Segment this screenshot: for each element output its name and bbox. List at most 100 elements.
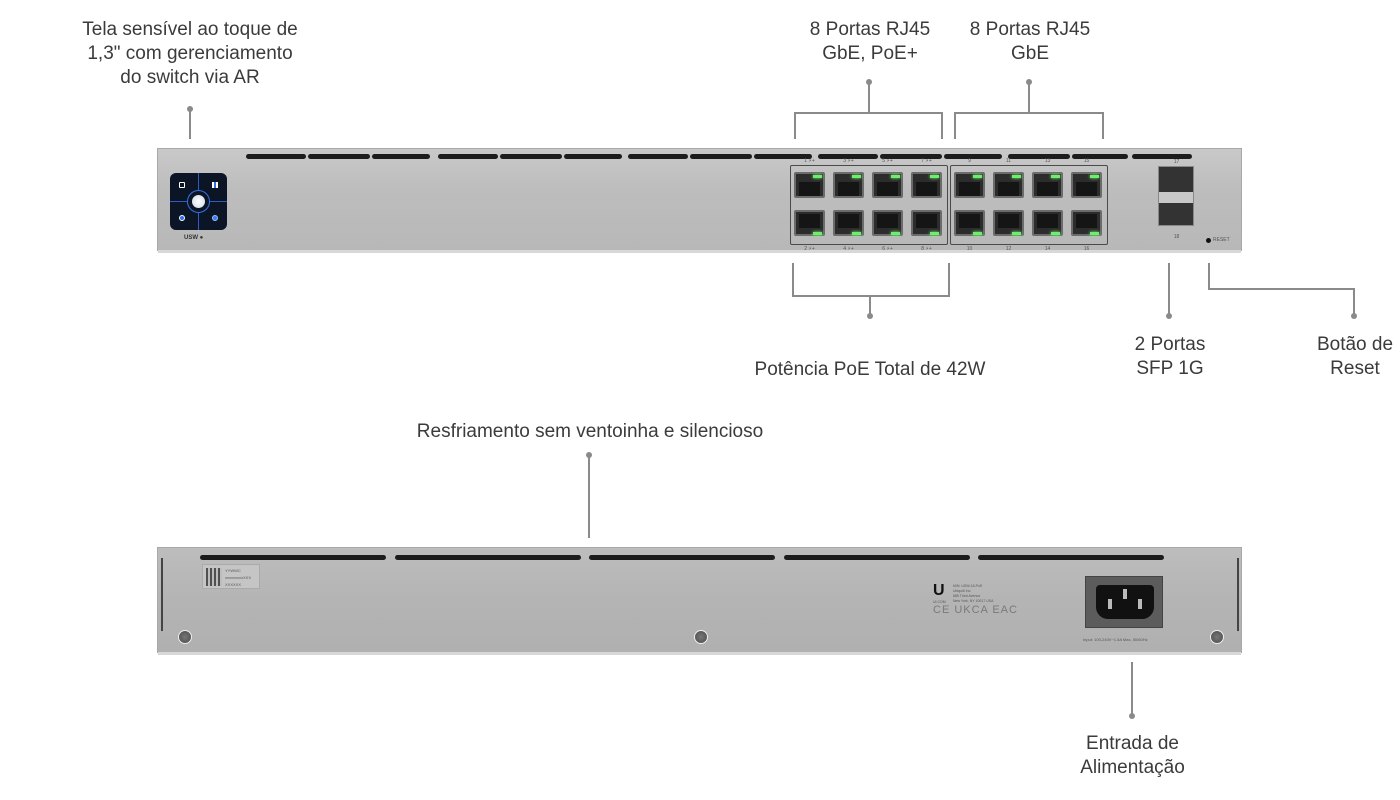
vent-slot [880, 154, 942, 159]
port-number-label: 11 [1005, 158, 1012, 164]
port-opening [838, 182, 859, 196]
rj45-port[interactable] [993, 210, 1024, 236]
chart-icon [212, 182, 218, 188]
rj45-port[interactable] [954, 210, 985, 236]
callout-poe-ports-line1: 8 Portas RJ45 [809, 19, 931, 40]
bracket-gbe-top [954, 112, 1104, 114]
serial-sticker: YYWWC xxxxxxxxxXXX XXXXXX [202, 564, 260, 589]
sfp-cage[interactable] [1158, 166, 1194, 226]
leader-dot [1351, 313, 1357, 319]
link-led [852, 175, 861, 178]
callout-touchscreen: Tela sensível ao toque de 1,3" com geren… [40, 18, 340, 90]
screw-icon [694, 630, 708, 644]
port-block-poe: 1 ⚡+2 ⚡+3 ⚡+4 ⚡+5 ⚡+6 ⚡+7 ⚡+8 ⚡+ [790, 158, 948, 252]
link-led [1090, 232, 1099, 235]
rj45-port[interactable] [794, 172, 825, 198]
link-led [973, 232, 982, 235]
callout-touchscreen-line3: do switch via AR [120, 67, 260, 88]
vent-slot [438, 154, 498, 159]
port-opening [959, 214, 980, 228]
vent-slot [784, 555, 970, 560]
rj45-port[interactable] [833, 172, 864, 198]
port-number-label: 4 ⚡+ [843, 246, 854, 252]
vent-slot [690, 154, 752, 159]
rj45-port[interactable] [1032, 172, 1063, 198]
info-icon [179, 215, 185, 221]
rj45-port[interactable] [1071, 210, 1102, 236]
leader-line [189, 109, 191, 139]
leader-line [1168, 263, 1170, 316]
port-number-label: 10 [966, 246, 973, 252]
touchscreen-display[interactable] [170, 173, 227, 230]
rj45-port[interactable] [1032, 210, 1063, 236]
leader-line [1208, 263, 1210, 289]
leader-dot [1166, 313, 1172, 319]
vent-slot [395, 555, 581, 560]
bracket-poe-budget-left [792, 263, 794, 297]
bracket-gbe-left [954, 112, 956, 139]
leader-dot [867, 313, 873, 319]
link-led [1051, 175, 1060, 178]
rj45-port[interactable] [911, 210, 942, 236]
rj45-port[interactable] [911, 172, 942, 198]
switch-front-panel: USW ● 1 ⚡+2 ⚡+3 ⚡+4 ⚡+5 ⚡+6 ⚡+7 ⚡+8 ⚡+ 9… [157, 148, 1242, 253]
port-opening [799, 182, 820, 196]
bracket-poe-left [794, 112, 796, 139]
rj45-port[interactable] [872, 210, 903, 236]
rj45-port[interactable] [833, 210, 864, 236]
bracket-poe-budget-bottom [792, 295, 950, 297]
socket-pin [1108, 599, 1112, 609]
callout-reset-button: Botão de Reset [1270, 333, 1400, 381]
center-button-icon[interactable] [192, 195, 205, 208]
port-opening [998, 182, 1019, 196]
vent-slot [246, 154, 306, 159]
port-number-label: 13 [1044, 158, 1051, 164]
rj45-port[interactable] [954, 172, 985, 198]
reg-line: New York, NY 10017 USA [953, 599, 994, 603]
callout-poe-ports-line2: GbE, PoE+ [822, 43, 918, 64]
port-opening [1037, 214, 1058, 228]
qr-code-icon [206, 568, 222, 586]
reg-line: 685 Third Avenue [953, 594, 981, 598]
port-number-label: 1 ⚡+ [804, 158, 815, 164]
rj45-port[interactable] [993, 172, 1024, 198]
port-number-label: 9 [968, 158, 971, 164]
ubiquiti-logo-icon: U [933, 582, 945, 599]
rj45-port[interactable] [872, 172, 903, 198]
rj45-port[interactable] [1071, 172, 1102, 198]
leader-line [1208, 288, 1355, 290]
model-badge-text: USW [184, 235, 198, 241]
power-rating-label: Input: 100-240V~1.5A Max, 50/60Hz [1083, 637, 1148, 642]
rj45-port[interactable] [794, 210, 825, 236]
vent-slot [1072, 154, 1128, 159]
leader-line [868, 82, 870, 113]
reg-line: M/N: USW-16-PoE [953, 584, 983, 588]
screw-icon [178, 630, 192, 644]
link-led [1090, 175, 1099, 178]
link-led [813, 232, 822, 235]
certification-icons: CE UKCA EAC [933, 604, 1018, 616]
link-led [1012, 175, 1021, 178]
model-badge: USW ● [184, 235, 203, 241]
vent-slot [754, 154, 812, 159]
callout-cooling: Resfriamento sem ventoinha e silencioso [416, 421, 764, 442]
reset-button[interactable] [1206, 238, 1211, 243]
port-opening [799, 214, 820, 228]
callout-power-input-line2: Alimentação [1080, 757, 1185, 778]
link-led [930, 175, 939, 178]
link-led [1051, 232, 1060, 235]
callout-sfp-ports: 2 Portas SFP 1G [1100, 333, 1240, 381]
sfp-divider [1159, 192, 1193, 203]
bracket-poe-top [794, 112, 943, 114]
port-number-label: 7 ⚡+ [921, 158, 932, 164]
vent-slot [1008, 154, 1070, 159]
leader-line [1353, 288, 1355, 316]
link-led [891, 175, 900, 178]
vent-slot [308, 154, 370, 159]
power-inlet[interactable] [1085, 576, 1163, 628]
port-opening [916, 214, 937, 228]
callout-sfp-ports-line1: 2 Portas [1134, 334, 1206, 355]
vent-slot [589, 555, 775, 560]
vent-slot [1132, 154, 1192, 159]
